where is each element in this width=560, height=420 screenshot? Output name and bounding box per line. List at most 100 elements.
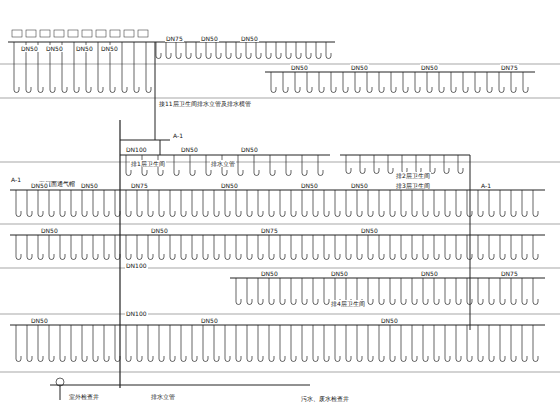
fixture-drop (280, 190, 281, 214)
trap-symbol (148, 356, 153, 362)
trap-symbol (357, 254, 362, 260)
trap-symbol (115, 211, 120, 217)
trap-symbol (335, 211, 340, 217)
pipe-size: DN50 (240, 35, 259, 42)
fixture-drop (467, 278, 468, 302)
fixture-drop (291, 278, 292, 302)
trap-symbol (302, 170, 307, 176)
trap-symbol (170, 211, 175, 217)
fixture-drop (500, 325, 501, 359)
trap-symbol (86, 87, 91, 93)
branch-pipe (340, 155, 470, 156)
trap-symbol (415, 87, 420, 93)
fixture-drop (126, 190, 127, 214)
trap-symbol (489, 356, 494, 362)
trap-symbol (27, 254, 32, 260)
branch-pipe (8, 42, 150, 43)
riser-tag: A-1 (172, 132, 184, 139)
trap-symbol (346, 254, 351, 260)
trap-symbol (254, 170, 259, 176)
fixture-box (26, 30, 36, 37)
fixture-drop (137, 325, 138, 359)
fixture-drop (412, 325, 413, 359)
fixture-drop (533, 190, 534, 214)
trap-symbol (379, 299, 384, 305)
fixture-drop (258, 325, 259, 359)
trap-symbol (126, 356, 131, 362)
trap-symbol (269, 356, 274, 362)
trap-symbol (360, 168, 365, 174)
pipe-size: DN50 (330, 270, 349, 277)
fixture-drop (367, 72, 368, 90)
fixture-drop (379, 190, 380, 214)
fixture-drop (302, 235, 303, 257)
trap-symbol (401, 254, 406, 260)
trap-symbol (280, 211, 285, 217)
trap-symbol (444, 168, 449, 174)
fixture-drop (206, 155, 207, 173)
trap-symbol (203, 254, 208, 260)
fixture-drop (93, 325, 94, 359)
fixture-drop (148, 235, 149, 257)
fixture-drop (280, 325, 281, 359)
fixture-box (40, 30, 50, 37)
trap-symbol (269, 211, 274, 217)
trap-symbol (335, 254, 340, 260)
trap-symbol (159, 254, 164, 260)
trap-symbol (192, 254, 197, 260)
trap-symbol (137, 211, 142, 217)
fixture-drop (226, 42, 227, 56)
pipe-size: DN50 (45, 45, 64, 52)
fixture-drop (307, 72, 308, 90)
fixture-drop (467, 235, 468, 257)
fixture-drop (269, 325, 270, 359)
trap-symbol (286, 53, 291, 59)
fixture-drop (511, 72, 512, 90)
trap-symbol (412, 356, 417, 362)
trap-symbol (511, 211, 516, 217)
trap-symbol (346, 168, 351, 174)
trap-symbol (379, 211, 384, 217)
fixture-drop (236, 42, 237, 56)
trap-symbol (326, 53, 331, 59)
fixture-drop (478, 278, 479, 302)
fixture-drop (522, 278, 523, 302)
trap-symbol (368, 299, 373, 305)
fixture-drop (416, 155, 417, 171)
trap-symbol (60, 356, 65, 362)
trap-symbol (222, 170, 227, 176)
trap-symbol (71, 211, 76, 217)
trap-symbol (174, 170, 179, 176)
fixture-drop (456, 325, 457, 359)
trap-symbol (269, 299, 274, 305)
fixture-drop (489, 235, 490, 257)
fixture-drop (38, 325, 39, 359)
fixture-drop (225, 190, 226, 214)
fixture-drop (104, 235, 105, 257)
fixture-drop (276, 42, 277, 56)
fixture-drop (388, 155, 389, 171)
trap-symbol (271, 87, 276, 93)
fixture-drop (346, 325, 347, 359)
fixture-drop (522, 235, 523, 257)
floor-line (0, 162, 560, 163)
fixture-drop (126, 235, 127, 257)
fixture-drop (176, 42, 177, 56)
pipe-size: DN50 (300, 182, 319, 189)
trap-symbol (82, 356, 87, 362)
fixture-drop (181, 190, 182, 214)
trap-symbol (16, 356, 21, 362)
fixture-drop (286, 42, 287, 56)
trap-symbol (104, 356, 109, 362)
trap-symbol (14, 87, 19, 93)
trap-symbol (203, 211, 208, 217)
fixture-drop (216, 42, 217, 56)
fixture-drop (137, 235, 138, 257)
trap-symbol (104, 254, 109, 260)
fixture-drop (246, 42, 247, 56)
fixture-drop (27, 235, 28, 257)
trap-symbol (93, 356, 98, 362)
pipe-note: 室外检查井 (68, 393, 100, 400)
trap-symbol (533, 254, 538, 260)
fixture-drop (206, 42, 207, 56)
